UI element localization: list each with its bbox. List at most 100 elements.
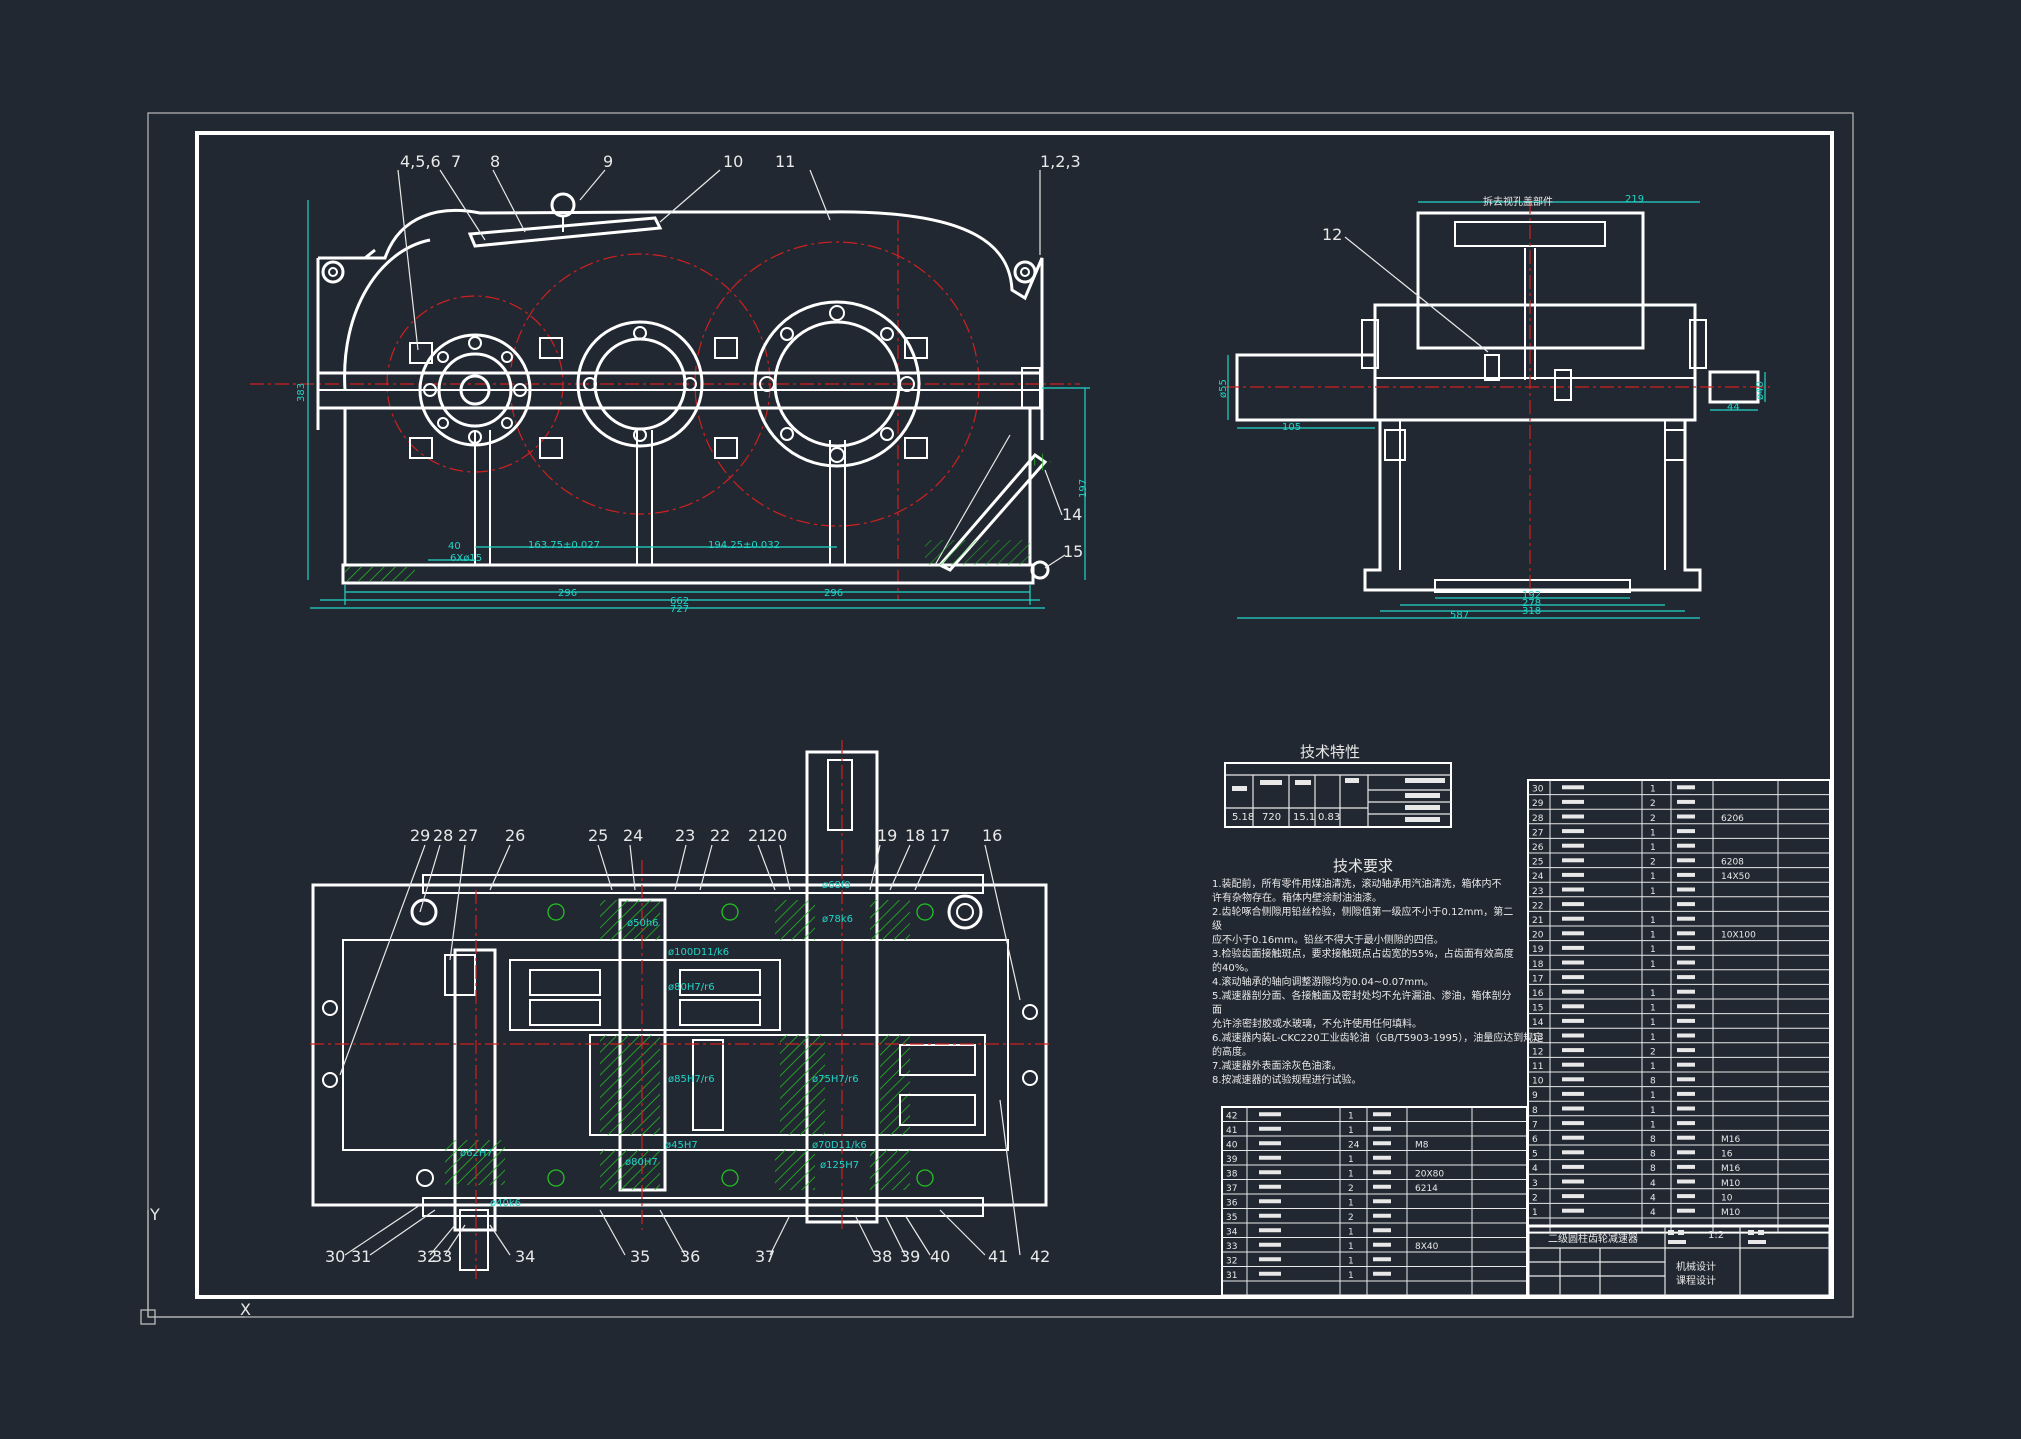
front-label-4: 9 [603, 152, 613, 171]
bom-qty: 1 [1650, 887, 1656, 897]
bom-note: 8X40 [1415, 1242, 1439, 1252]
svg-text:ø85H7/r6: ø85H7/r6 [668, 1074, 715, 1085]
requirement-line: 7.减速器外表面涂灰色油漆。 [1212, 1059, 1342, 1072]
bom-item-no: 8 [1532, 1106, 1538, 1116]
plan-label-24: 24 [623, 826, 643, 845]
plan-label-34: 34 [515, 1247, 535, 1266]
front-base-foot [341, 563, 1035, 585]
title-block[interactable] [1526, 1224, 1832, 1298]
front-cover-arc [343, 238, 431, 391]
bom-qty: 1 [1650, 916, 1656, 926]
bom-qty: 1 [1650, 945, 1656, 955]
requirement-line: 允许涂密封胶或水玻璃，不允许使用任何填料。 [1212, 1017, 1422, 1030]
side-dimensions [1227, 201, 1766, 619]
bom-qty: 4 [1650, 1193, 1656, 1203]
plan-label-41: 41 [988, 1247, 1008, 1266]
bom-item-no: 4 [1532, 1164, 1538, 1174]
ucs-x-label: X [240, 1300, 251, 1319]
bom-item-no: 20 [1532, 931, 1544, 941]
bom-item-no: 31 [1226, 1271, 1237, 1281]
front-inspection-cover [467, 216, 663, 248]
requirement-line: 应不小于0.16mm。铅丝不得大于最小侧隙的四倍。 [1212, 933, 1444, 946]
bom-note: 10 [1721, 1193, 1733, 1203]
bom-note: M16 [1721, 1135, 1740, 1145]
title-scale: 1:2 [1708, 1230, 1724, 1241]
plan-view[interactable]: ø68f9 ø78k6 ø50h6 ø100D11/k6 ø80H7/r6 ø8… [310, 740, 1050, 1280]
characteristics-value-3: 15.1 [1293, 812, 1315, 823]
front-dim-overall1: 662 [670, 596, 689, 607]
bom-row: 26 1 [1532, 843, 1695, 853]
bom-qty: 1 [1348, 1242, 1354, 1252]
bom-item-no: 27 [1532, 828, 1543, 838]
bom-item-no: 10 [1532, 1077, 1544, 1087]
bom-item-no: 11 [1532, 1062, 1543, 1072]
front-view[interactable] [250, 169, 1090, 609]
requirement-line: 2.齿轮啄合侧隙用铅丝检验，侧隙值第一级应不小于0.12mm，第二 [1212, 905, 1513, 918]
bom-note: 16 [1721, 1150, 1733, 1160]
plan-label-40: 40 [930, 1247, 950, 1266]
characteristics-table[interactable] [1224, 762, 1452, 828]
requirement-line: 4.滚动轴承的轴向调整游隙均为0.04~0.07mm。 [1212, 975, 1434, 988]
plan-label-19: 19 [877, 826, 897, 845]
title-course-1: 机械设计 [1676, 1260, 1716, 1273]
bom-item-no: 12 [1532, 1047, 1543, 1057]
bom-item-no: 34 [1226, 1228, 1238, 1238]
bom-note: 6214 [1415, 1184, 1438, 1194]
front-dim-overall2: 727 [670, 604, 689, 615]
bom-item-no: 15 [1532, 1004, 1543, 1014]
bom-row: 22 [1532, 901, 1695, 911]
side-dim-left-len: 105 [1282, 422, 1301, 433]
plan-label-35: 35 [630, 1247, 650, 1266]
side-dim-right-len: 44 [1727, 402, 1740, 413]
plan-label-37: 37 [755, 1247, 775, 1266]
bom-qty: 1 [1650, 785, 1656, 795]
characteristics-value-1: 5.18 [1232, 812, 1254, 823]
bom-item-no: 18 [1532, 960, 1544, 970]
front-label-3: 8 [490, 152, 500, 171]
requirement-line: 许有杂物存在。箱体内壁涂耐油油漆。 [1212, 891, 1382, 904]
inner-drawing-frame [195, 131, 1834, 1299]
bom-qty: 1 [1348, 1199, 1354, 1209]
svg-text:ø100D11/k6: ø100D11/k6 [668, 947, 729, 958]
plan-label-38: 38 [872, 1247, 892, 1266]
characteristics-title: 技术特性 [1300, 743, 1360, 761]
bom-item-no: 26 [1532, 843, 1544, 853]
bom-qty: 1 [1650, 843, 1656, 853]
front-label-9: 15 [1063, 542, 1083, 561]
side-view-title: 拆去视孔盖部件 [1483, 195, 1553, 208]
side-view[interactable] [1225, 200, 1770, 619]
front-dim-center2: 194.25±0.032 [708, 540, 780, 551]
front-dimensions [307, 200, 1090, 609]
bom-note: 6208 [1721, 858, 1744, 868]
side-dim-top: 219 [1625, 194, 1644, 205]
requirement-line: 的高度。 [1212, 1045, 1252, 1058]
requirement-line: 5.减速器剖分面、各接触面及密封处均不允许漏油、渗油，箱体剖分 [1212, 989, 1512, 1002]
bom-item-no: 16 [1532, 989, 1544, 999]
side-label-12: 12 [1322, 225, 1342, 244]
requirements-title: 技术要求 [1333, 857, 1393, 875]
requirements-list: 1.装配前，所有零件用煤油清洗，滚动轴承用汽油清洗，箱体内不 许有杂物存在。箱体… [1212, 877, 1543, 1086]
bom-qty: 1 [1348, 1228, 1354, 1238]
plan-inner-cavity [342, 939, 1009, 1151]
plan-label-18: 18 [905, 826, 925, 845]
bom-note: 6206 [1721, 814, 1744, 824]
bom-qty: 1 [1650, 1091, 1656, 1101]
bom-note: M10 [1721, 1179, 1740, 1189]
bom-note: M8 [1415, 1141, 1429, 1151]
bom-qty: 4 [1650, 1179, 1656, 1189]
plan-label-39: 39 [900, 1247, 920, 1266]
